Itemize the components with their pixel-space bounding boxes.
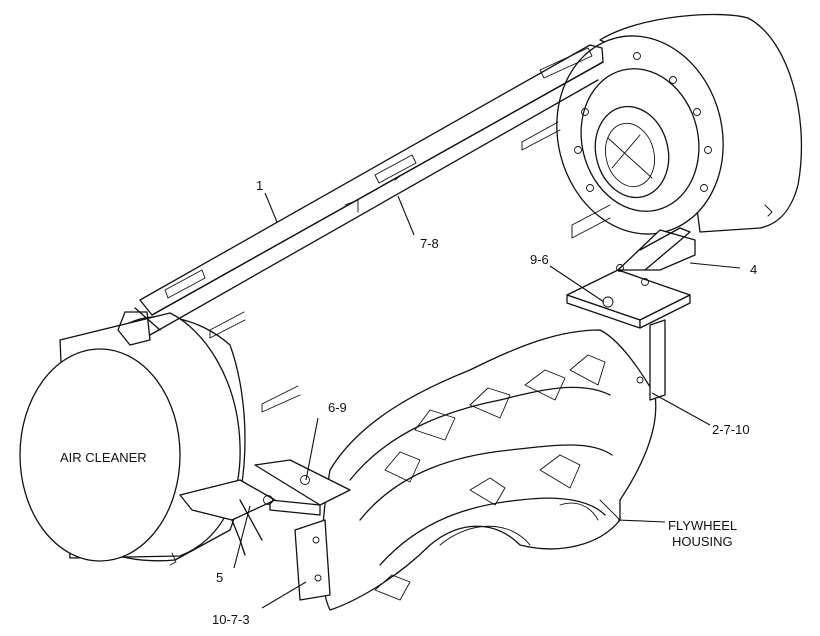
callout-6-9: 6-9 bbox=[328, 400, 347, 415]
right-mounting-bracket bbox=[566, 227, 696, 401]
callout-5: 5 bbox=[216, 570, 223, 585]
rear-flange-bolts bbox=[574, 52, 712, 192]
rear-air-cleaner-drum bbox=[556, 13, 803, 235]
background-clip-tabs bbox=[209, 121, 611, 413]
leader-lines bbox=[233, 192, 741, 609]
callout-10-7-3: 10-7-3 bbox=[212, 612, 250, 627]
callout-7-8: 7-8 bbox=[420, 236, 439, 251]
callout-2-7-10: 2-7-10 bbox=[712, 422, 750, 437]
label-flywheel-line1: FLYWHEEL bbox=[668, 518, 737, 533]
mounting-strap bbox=[139, 44, 604, 336]
callout-4: 4 bbox=[750, 262, 757, 277]
callout-1: 1 bbox=[256, 178, 263, 193]
flywheel-housing bbox=[321, 329, 657, 611]
label-flywheel-line2: HOUSING bbox=[672, 534, 733, 549]
label-air-cleaner: AIR CLEANER bbox=[60, 450, 147, 465]
air-cleaner-canister bbox=[19, 307, 246, 566]
left-mounting-bracket bbox=[179, 459, 351, 601]
callout-9-6: 9-6 bbox=[530, 252, 549, 267]
